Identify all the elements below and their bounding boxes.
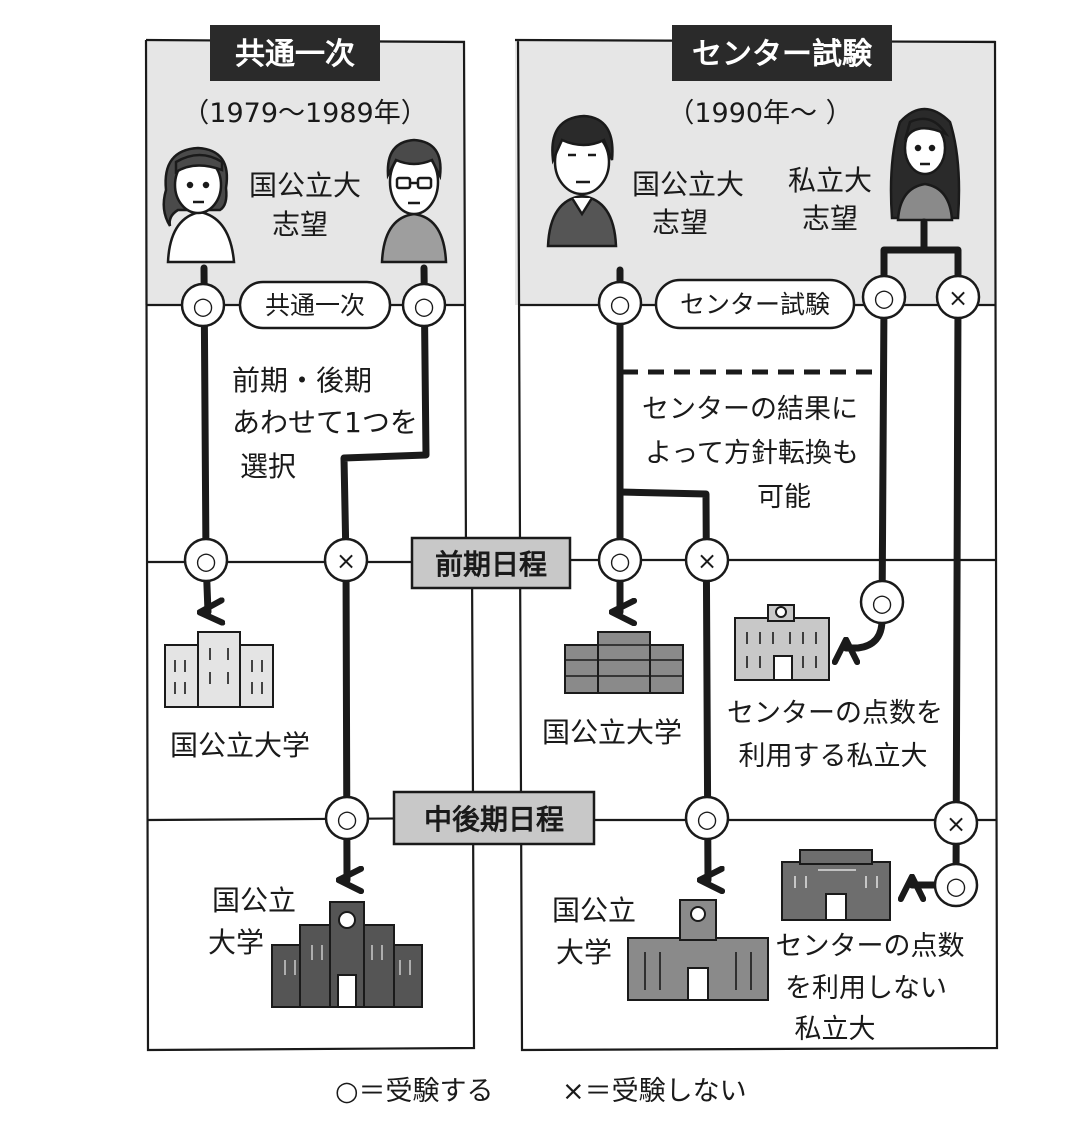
right-exam-pill [654,278,856,330]
left-early-skip-marker [323,537,369,583]
right-late-public-destination-line2: 大学 [556,936,612,969]
right-late-private-take-marker [933,862,979,908]
male-student-glasses-icon [380,138,448,264]
right-public-label-line2: 志望 [652,206,708,239]
marker-take-symbol: ○ [610,547,631,575]
left-late-destination-line2: 大学 [208,926,264,959]
female-student-icon [162,146,236,264]
male-student-icon [546,114,618,248]
marker-take-symbol: ○ [337,805,358,833]
marker-skip-symbol: × [697,547,717,575]
national-university-building-icon [564,631,684,694]
early-stage-label: 前期日程 [435,548,547,581]
right-note-line1: センターの結果に [642,394,858,425]
right-exam-pill-label: センター試験 [680,290,830,319]
female-student-long-hair-icon [889,107,961,222]
left-note-line2: あわせて1つを [232,406,418,439]
right-private-label-line1: 私立大 [788,164,872,197]
marker-take-symbol: ○ [414,292,435,320]
left-late-destination-line1: 国公立 [212,884,296,917]
right-private-exam-skip-marker [935,274,981,320]
right-early-private-destination-line1: センターの点数を [727,698,943,729]
right-late-private-destination-line3: 私立大 [795,1014,876,1045]
right-early-take-marker [597,537,643,583]
right-public-label-line1: 国公立大 [632,168,744,201]
right-early-skip-marker [684,537,730,583]
marker-skip-symbol: × [336,547,356,575]
national-university-building-icon [164,631,274,708]
marker-take-symbol: ○ [872,589,893,617]
left-public-exam-take-marker [180,282,226,328]
early-stage-box [410,536,572,590]
left-late-take-marker [324,795,370,841]
left-note-line3: 選択 [240,450,296,483]
late-stage-label: 中後期日程 [424,803,564,836]
marker-take-symbol: ○ [946,872,967,900]
late-stage-box [392,790,596,846]
right-public-exam-take-marker [597,280,643,326]
left-public2-exam-take-marker [401,282,447,328]
right-note-line2: よって方針転換も [645,438,859,469]
right-late-public-destination-line1: 国公立 [552,894,636,927]
right-late-take-marker [684,795,730,841]
left-applicant-label-line2: 志望 [272,208,328,241]
right-private-label-line2: 志望 [802,202,858,235]
left-applicant-label-line1: 国公立大 [249,169,361,202]
left-exam-pill-label: 共通一次 [265,291,365,320]
left-early-take-marker [183,537,229,583]
right-early-private-take-marker [859,579,905,625]
right-late-private-destination-line2: を利用しない [785,973,947,1004]
right-early-private-destination-line2: 利用する私立大 [739,741,928,772]
marker-take-symbol: ○ [196,547,217,575]
left-note-line1: 前期・後期 [232,364,372,397]
clock-tower-university-icon [271,901,423,1008]
right-period: （1990年～ ） [667,98,852,129]
left-exam-pill [238,280,392,330]
left-early-destination: 国公立大学 [170,729,310,762]
right-late-private-destination-line1: センターの点数 [776,931,965,962]
markers [180,274,981,908]
marker-take-symbol: ○ [193,292,214,320]
right-early-public-destination: 国公立大学 [542,716,682,749]
right-note-line3: 可能 [757,482,811,513]
marker-take-symbol: ○ [874,284,895,312]
right-title-box [672,25,892,81]
right-private-exam-take-marker [861,274,907,320]
left-title-box [210,25,380,81]
right-late-private-skip-marker [933,800,979,846]
legend-take: ○＝受験する [335,1076,494,1107]
marker-skip-symbol: × [948,284,968,312]
legend-skip: ×＝受験しない [562,1076,747,1107]
left-flow-lines [204,264,430,880]
right-title: センター試験 [692,37,873,72]
marker-skip-symbol: × [946,810,966,838]
left-period: （1979～1989年） [182,98,427,129]
marker-take-symbol: ○ [610,290,631,318]
marker-take-symbol: ○ [697,805,718,833]
left-title: 共通一次 [235,37,355,72]
private-university-building-icon [781,849,891,921]
clock-tower-university-icon [627,899,769,1001]
private-university-building-icon [734,604,830,681]
